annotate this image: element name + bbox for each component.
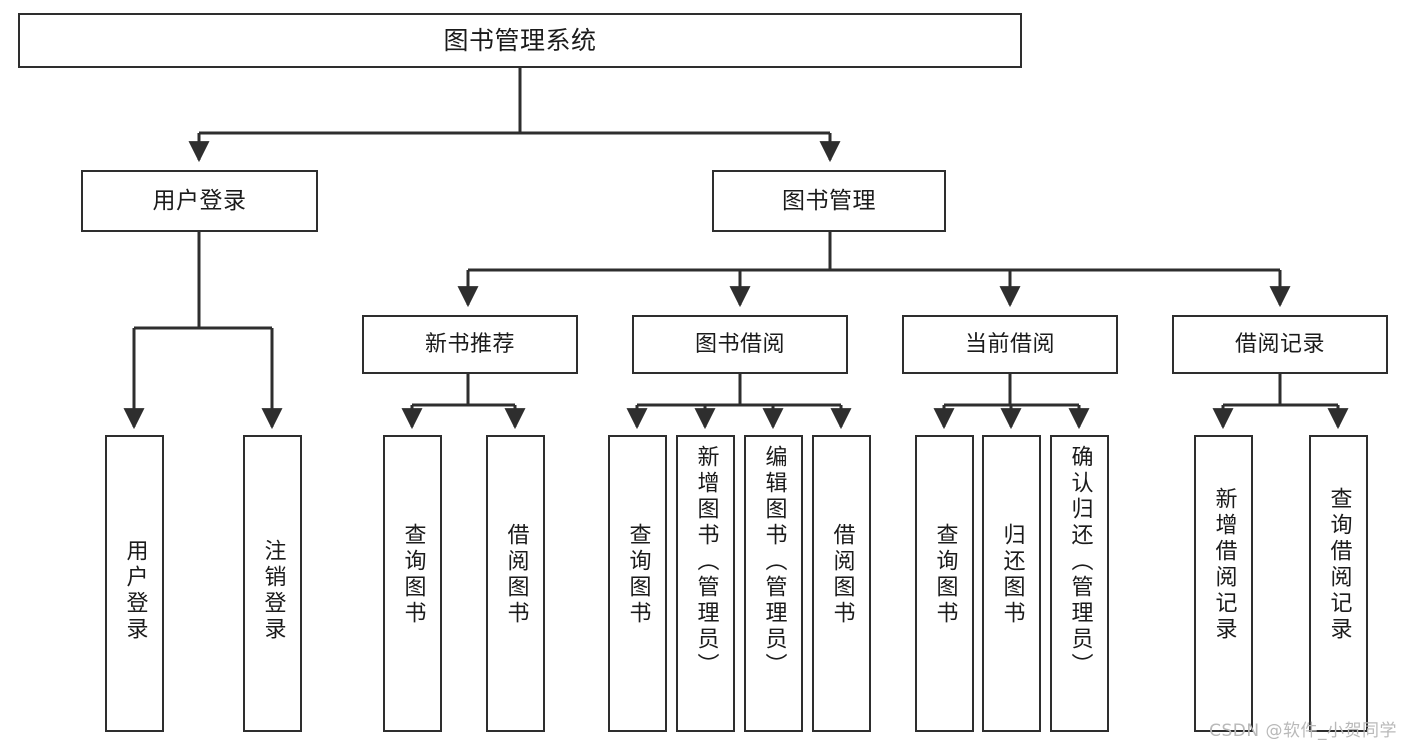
- node-leaf-query-book-1[interactable]: 查询图书: [383, 435, 442, 732]
- node-leaf-borrow-book-1[interactable]: 借阅图书: [486, 435, 545, 732]
- node-leaf-logout[interactable]: 注销登录: [243, 435, 302, 732]
- node-leaf-borrow-book-2-label: 借阅图书: [829, 523, 855, 627]
- node-current-borrow[interactable]: 当前借阅: [902, 315, 1118, 374]
- node-leaf-add-book[interactable]: 新增图书（管理员）: [676, 435, 735, 732]
- node-user-login-label: 用户登录: [152, 187, 247, 214]
- node-borrow-record[interactable]: 借阅记录: [1172, 315, 1388, 374]
- node-leaf-query-book-1-label: 查询图书: [400, 523, 426, 627]
- node-leaf-user-login-label: 用户登录: [122, 539, 148, 643]
- node-leaf-user-login[interactable]: 用户登录: [105, 435, 164, 732]
- node-leaf-confirm-return[interactable]: 确认归还（管理员）: [1050, 435, 1109, 732]
- node-current-borrow-label: 当前借阅: [964, 331, 1055, 357]
- node-leaf-edit-book-label: 编辑图书（管理员）: [761, 445, 787, 679]
- node-new-book-rec-label: 新书推荐: [424, 331, 515, 357]
- node-book-manage[interactable]: 图书管理: [712, 170, 946, 232]
- node-book-borrow-label: 图书借阅: [694, 331, 785, 357]
- node-book-borrow[interactable]: 图书借阅: [632, 315, 848, 374]
- node-leaf-logout-label: 注销登录: [260, 539, 286, 643]
- node-leaf-add-record-label: 新增借阅记录: [1211, 487, 1237, 643]
- node-leaf-query-book-2[interactable]: 查询图书: [608, 435, 667, 732]
- node-leaf-query-book-2-label: 查询图书: [625, 523, 651, 627]
- node-root[interactable]: 图书管理系统: [18, 13, 1022, 68]
- node-leaf-query-record[interactable]: 查询借阅记录: [1309, 435, 1368, 732]
- node-leaf-confirm-return-label: 确认归还（管理员）: [1067, 445, 1093, 679]
- node-leaf-query-book-3[interactable]: 查询图书: [915, 435, 974, 732]
- node-leaf-return-book[interactable]: 归还图书: [982, 435, 1041, 732]
- node-leaf-add-record[interactable]: 新增借阅记录: [1194, 435, 1253, 732]
- node-new-book-rec[interactable]: 新书推荐: [362, 315, 578, 374]
- node-borrow-record-label: 借阅记录: [1234, 331, 1325, 357]
- node-leaf-add-book-label: 新增图书（管理员）: [693, 445, 719, 679]
- node-leaf-borrow-book-1-label: 借阅图书: [503, 523, 529, 627]
- node-leaf-edit-book[interactable]: 编辑图书（管理员）: [744, 435, 803, 732]
- node-user-login[interactable]: 用户登录: [81, 170, 318, 232]
- watermark-text: CSDN @软件_小贺同学: [1209, 721, 1397, 741]
- node-leaf-return-book-label: 归还图书: [999, 523, 1025, 627]
- node-book-manage-label: 图书管理: [782, 187, 876, 214]
- node-root-label: 图书管理系统: [443, 26, 597, 55]
- node-leaf-query-record-label: 查询借阅记录: [1326, 487, 1352, 643]
- node-leaf-query-book-3-label: 查询图书: [932, 523, 958, 627]
- node-leaf-borrow-book-2[interactable]: 借阅图书: [812, 435, 871, 732]
